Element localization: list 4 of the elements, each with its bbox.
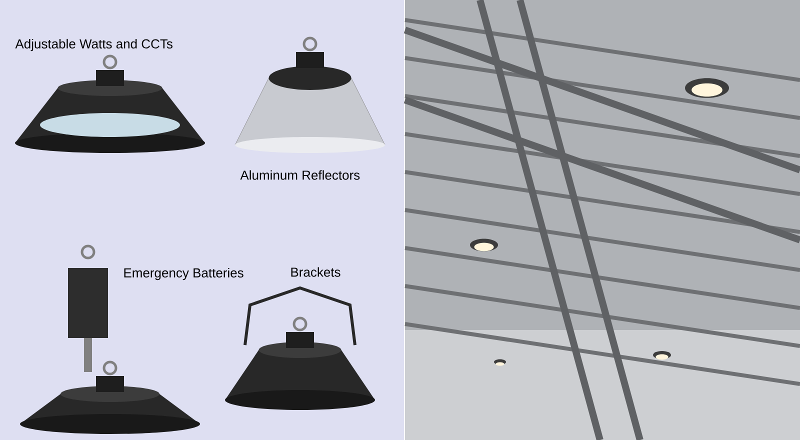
caption: Adjustable Watts and CCTs	[15, 38, 172, 52]
caption: Aluminum Reflectors	[240, 170, 360, 180]
caption: Emergency Batteries	[124, 268, 244, 280]
caption: Brackets	[291, 267, 340, 277]
